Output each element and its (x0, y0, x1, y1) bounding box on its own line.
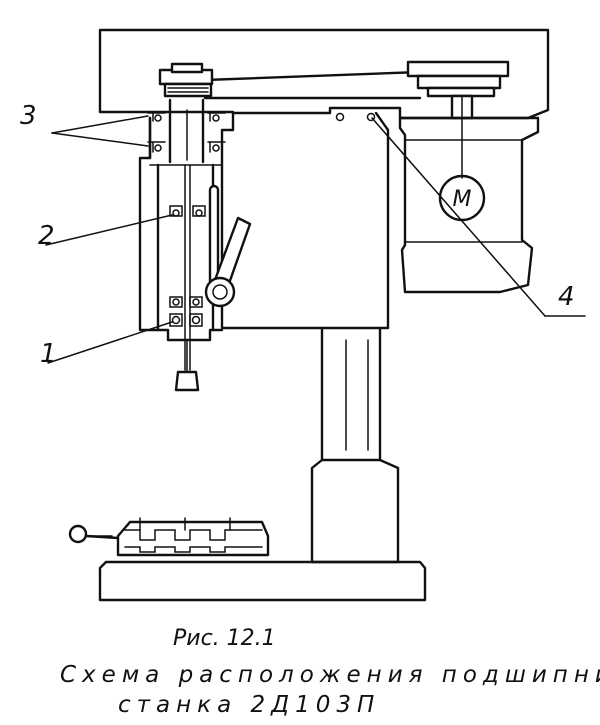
callout-3: 3 (20, 101, 149, 147)
motor: M (398, 116, 540, 294)
caption-line-1: Схема расположения подшипников (60, 662, 600, 688)
svg-text:4: 4 (558, 282, 575, 312)
column (310, 326, 400, 564)
drill-chuck (174, 339, 200, 392)
machine-vise (116, 517, 270, 557)
column-top-bearings (329, 107, 385, 122)
lower-quill-bearings (169, 296, 203, 327)
base (98, 560, 427, 602)
callout-2: 2 (38, 214, 173, 251)
spindle-shaft (168, 98, 205, 371)
spindle-housing-body (220, 111, 390, 330)
callout-1: 1 (40, 321, 173, 369)
figure-number: Рис. 12.1 (173, 626, 276, 651)
middle-quill-bearings (169, 205, 206, 217)
upper-spindle-bearings (147, 112, 226, 153)
motor-symbol-label: M (453, 187, 472, 212)
callout-4: 4 (371, 117, 586, 317)
vise-handle (68, 524, 120, 544)
drive-belt (203, 70, 422, 82)
svg-text:2: 2 (38, 221, 55, 251)
svg-text:3: 3 (20, 101, 37, 131)
svg-text:1: 1 (40, 339, 57, 369)
caption-line-2: станка 2Д103П (118, 692, 380, 718)
feed-rack (208, 184, 220, 288)
motor-pulley (406, 60, 510, 120)
spindle-pulley (158, 62, 214, 98)
feed-handle (204, 216, 252, 308)
